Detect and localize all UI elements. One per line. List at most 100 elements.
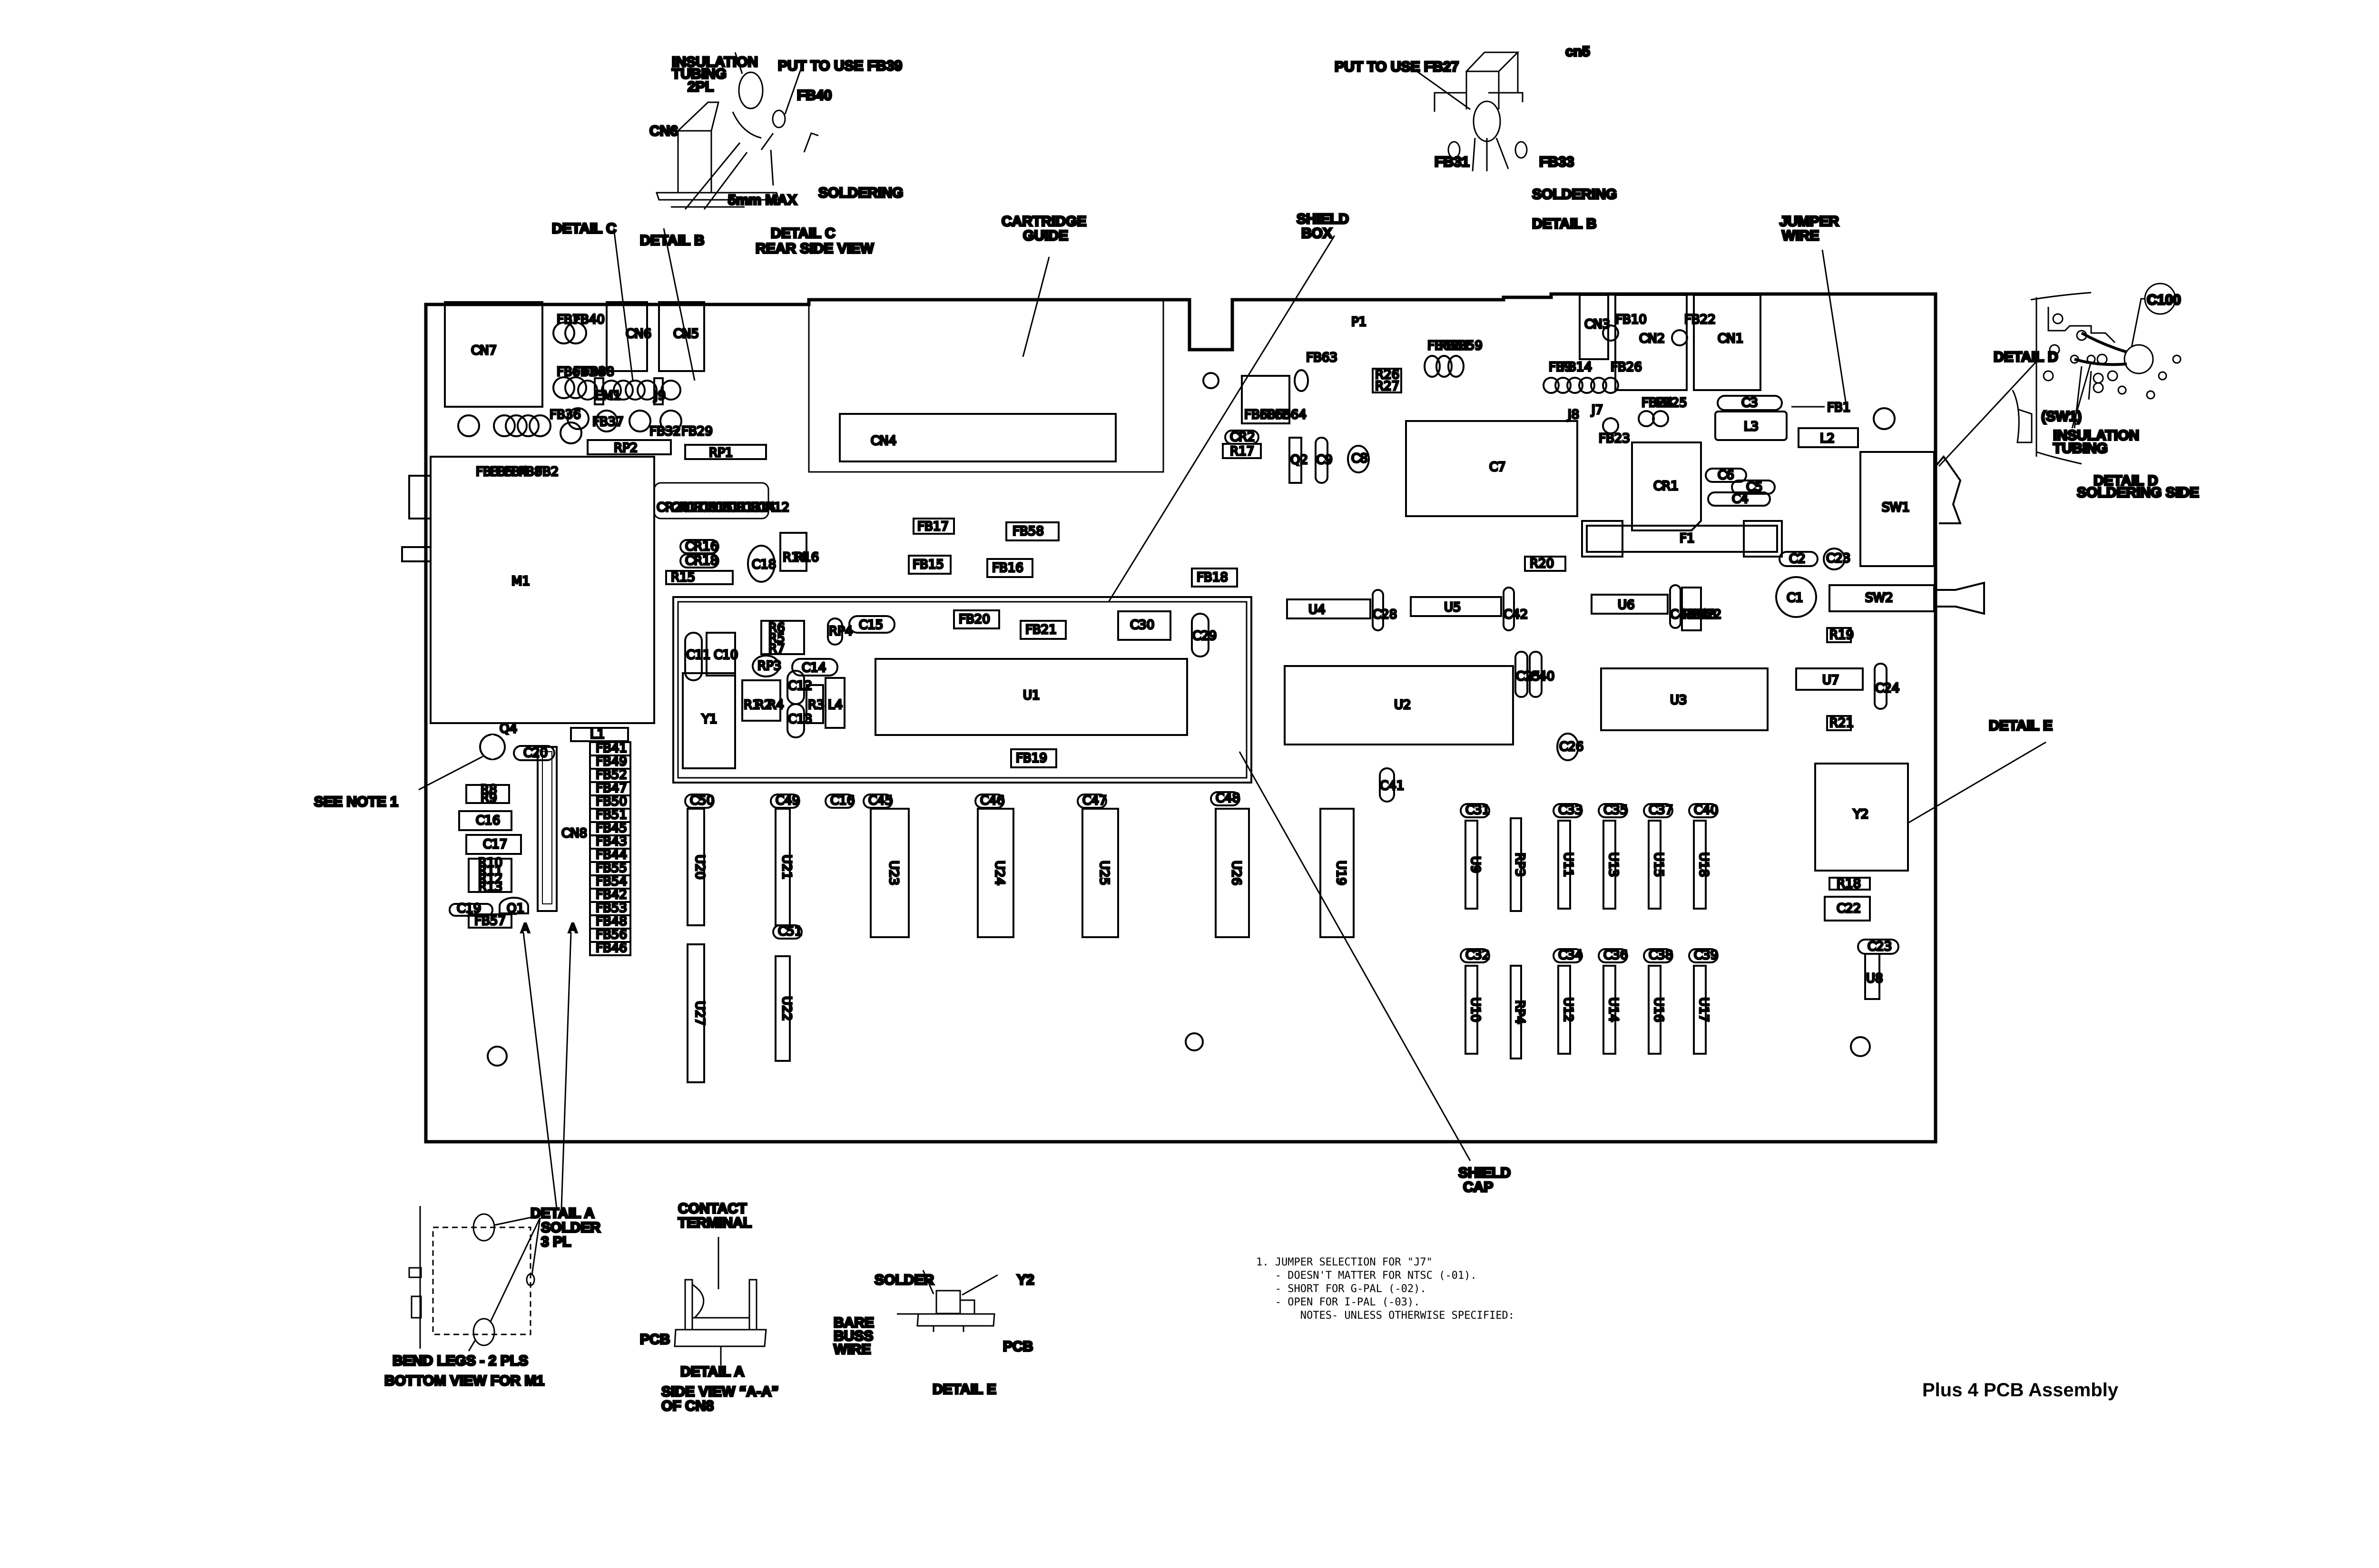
note-line-2: - DOESN'T MATTER FOR NTSC (-01). xyxy=(1256,1270,1477,1282)
chip-u25 xyxy=(1081,808,1119,938)
u3-chip xyxy=(1600,667,1769,731)
fb-beads-p1 xyxy=(1424,355,1465,378)
c15-label: C15 xyxy=(859,618,883,632)
r15 xyxy=(665,570,734,585)
svg-text:CR17: CR17 xyxy=(671,500,704,515)
fb15-label: FB15 xyxy=(913,558,944,572)
fb-box-label: FB45 xyxy=(596,821,627,835)
cn6-connector xyxy=(606,301,648,372)
fb-column: FB41FB49FB52FB47FB50FB51FB45FB43FB44FB55… xyxy=(589,740,631,956)
cn7-connector xyxy=(444,301,543,408)
c2 xyxy=(1779,551,1819,567)
r26-r27 xyxy=(1372,368,1402,393)
chip-u19 xyxy=(1319,808,1355,938)
chip-u22 xyxy=(775,955,791,1062)
sw2-label: SW2 xyxy=(1865,591,1893,605)
db-fb33: FB33 xyxy=(1539,154,1574,170)
chip-u9 xyxy=(1465,820,1478,910)
c18 xyxy=(465,834,522,855)
chip-u11 xyxy=(1557,820,1571,910)
sw1-label: SW1 xyxy=(1882,500,1910,515)
j7-jumper xyxy=(479,734,506,760)
cap-label: C40 xyxy=(1694,803,1718,817)
fb32-label: FB32 xyxy=(649,424,681,439)
fb1-label: FB1 xyxy=(1827,401,1850,415)
l1-inductor xyxy=(1798,427,1859,448)
r25-label: R25 xyxy=(1688,608,1712,622)
detail-a-cn8-illustration xyxy=(674,1237,767,1365)
dacn8-terminal: TERMINAL xyxy=(678,1215,752,1231)
fb7-label: FB7 xyxy=(557,313,580,327)
chip-label: RP3 xyxy=(1513,853,1527,876)
l3-label: L4 xyxy=(828,698,843,712)
q3 xyxy=(499,897,529,914)
c41-label: C40 xyxy=(1530,669,1554,684)
c15 xyxy=(848,615,895,634)
fb61-label: FB61 xyxy=(1439,339,1471,353)
note-line-3: - SHORT FOR G-PAL (-02). xyxy=(1256,1283,1426,1295)
dacn8-contact: CONTACT xyxy=(678,1201,747,1216)
ptr-shield-box-2: BOX xyxy=(1301,225,1332,241)
chip-label: U24 xyxy=(993,861,1007,885)
dc-put-fb39: PUT TO USE FB39 xyxy=(778,58,902,74)
r24-label: R24 xyxy=(1683,608,1707,622)
fb19-label: FB19 xyxy=(1016,751,1047,765)
cap-c16 xyxy=(825,794,855,809)
fb-box-label: FB48 xyxy=(596,914,627,929)
detail-b-illustration xyxy=(1416,51,1528,172)
cap-c35 xyxy=(1598,803,1628,818)
chip-label: U16 xyxy=(1652,997,1666,1022)
c28 xyxy=(1372,589,1384,631)
cap-label: C48 xyxy=(1216,791,1240,805)
mount-hole-cn1 xyxy=(1873,407,1896,430)
c6 xyxy=(1705,468,1747,483)
l3 xyxy=(825,677,845,729)
c13 xyxy=(786,703,805,738)
cap-c48 xyxy=(1210,791,1240,806)
c24-label: C23 xyxy=(1868,940,1892,954)
c25 xyxy=(1874,663,1887,710)
r7-label: R7 xyxy=(768,642,785,656)
f1-cap-left xyxy=(1581,520,1623,558)
fb-box-label: FB55 xyxy=(596,861,627,875)
cap-label: C16 xyxy=(830,794,855,808)
cap-label: C32 xyxy=(1465,948,1490,962)
c43 xyxy=(1503,587,1515,631)
cap-label: C49 xyxy=(776,794,800,808)
c6-label: C6 xyxy=(1718,468,1734,482)
j7-label: Q4 xyxy=(500,722,517,736)
q4-label: Q2 xyxy=(1290,453,1308,467)
u7-chip xyxy=(1795,667,1864,691)
c26-label: C25 xyxy=(1516,669,1540,684)
q4 xyxy=(1288,437,1302,484)
svg-text:FB8: FB8 xyxy=(519,465,542,479)
fb22-label: FB22 xyxy=(1684,313,1716,327)
u4-chip xyxy=(1286,598,1371,619)
dd-sw1: (SW1) xyxy=(2041,409,2082,424)
cn8-slot xyxy=(542,751,552,904)
cap-c47 xyxy=(1077,794,1107,809)
figure-title: Plus 4 PCB Assembly xyxy=(1922,1380,2119,1401)
fb-box-label: FB44 xyxy=(596,848,627,862)
mount-hole-bl xyxy=(487,1046,508,1067)
c7-label: C7 xyxy=(1489,460,1506,474)
board-outline xyxy=(424,292,1937,1144)
rp1-resistor-pack xyxy=(684,444,767,460)
fb-box-label: FB50 xyxy=(596,794,627,809)
c22 xyxy=(1824,896,1871,921)
mount-hole-br xyxy=(1850,1036,1871,1057)
fb-boxes-middle xyxy=(908,518,1238,588)
fb-labels-vertical-left: FB3 FB5 FB4 FB8 FB2 xyxy=(475,464,560,480)
chip-label: U26 xyxy=(1229,861,1243,885)
dc-fb40: FB40 xyxy=(797,88,832,103)
cap-label: C36 xyxy=(1603,948,1628,962)
svg-text:FB2: FB2 xyxy=(535,465,559,479)
sw2-switch xyxy=(1828,584,1935,612)
r6-r5-r7 xyxy=(760,620,805,655)
fb58-label: FB58 xyxy=(1013,524,1044,539)
svg-text:FB3: FB3 xyxy=(476,465,499,479)
r19-label: R19 xyxy=(1829,628,1854,642)
ptr-shield-box-1: SHIELD xyxy=(1297,211,1349,227)
cap-label: C47 xyxy=(1082,794,1107,808)
c1-capacitor xyxy=(1775,576,1817,618)
